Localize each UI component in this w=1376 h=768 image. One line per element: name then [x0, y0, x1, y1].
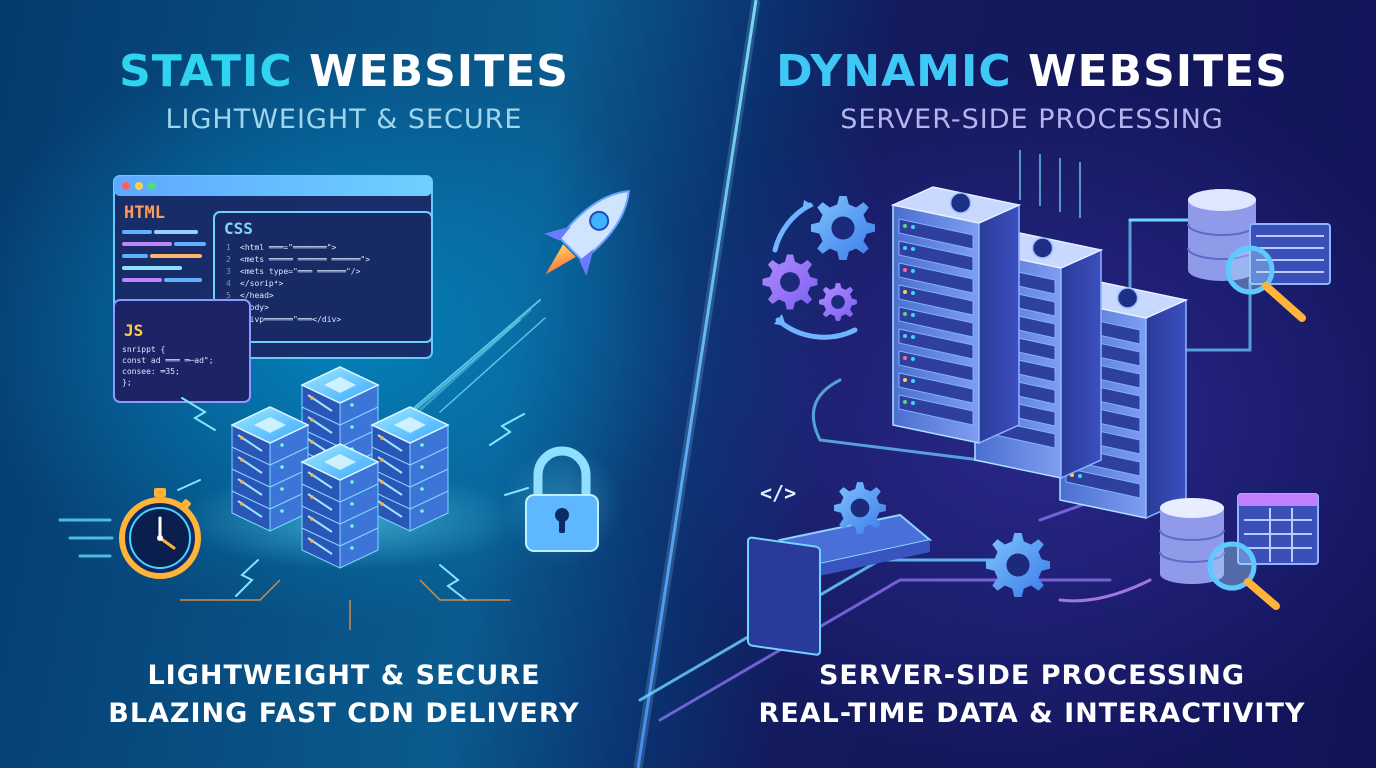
server-rack-icon	[890, 150, 1189, 520]
window-min-dot	[135, 182, 143, 190]
rocket-icon	[543, 190, 630, 277]
code-line: consee: ═35;	[122, 367, 180, 376]
static-footer-line2: BLAZING FAST CDN DELIVERY	[108, 698, 580, 729]
window-close-dot	[122, 182, 130, 190]
magnifier-icon	[1207, 541, 1280, 610]
code-line: </head>	[240, 291, 274, 300]
code-panel-glyph: </>	[760, 481, 796, 505]
gear-icon	[819, 283, 857, 321]
code-line-number: 5	[226, 291, 231, 300]
code-line: <mets ═════ ══════ ══════">	[240, 255, 370, 264]
code-line: snrippt {	[122, 345, 165, 354]
code-line: <body>	[240, 303, 269, 312]
server-stack	[370, 406, 450, 532]
code-line: };	[122, 378, 132, 387]
code-line: </sorip⁴>	[240, 279, 284, 288]
js-window-label: JS	[124, 321, 143, 340]
code-line-number: 4	[226, 279, 231, 288]
css-code-window: CSS 1 <html ═══="═══════"> 2 <mets ═════ ═…	[213, 211, 433, 343]
server-stack-icon	[177, 366, 529, 630]
gear-icon	[834, 482, 886, 534]
server-stack	[230, 406, 310, 532]
static-title-accent: STATIC	[119, 46, 293, 97]
network-connections	[638, 218, 1252, 722]
code-line-number: 3	[226, 267, 231, 276]
code-line: <mets type="═══ ══════"/>	[240, 267, 361, 276]
code-line: <divp══════"═══</div>	[240, 315, 341, 324]
server-stack	[300, 443, 380, 569]
dynamic-title-accent: DYNAMIC	[776, 46, 1012, 97]
magnifier-icon	[1225, 245, 1306, 322]
window-max-dot	[148, 182, 156, 190]
css-window-label: CSS	[224, 219, 253, 238]
server-rack	[890, 186, 1022, 445]
gear-icon	[810, 195, 876, 261]
static-subtitle: LIGHTWEIGHT & SECURE	[165, 104, 523, 135]
code-panel-icon: </>	[747, 481, 933, 656]
code-line: <html ═══="═══════">	[240, 243, 337, 252]
gear-cycle	[762, 195, 876, 340]
dynamic-footer-line2: REAL-TIME DATA & INTERACTIVITY	[758, 698, 1306, 729]
code-line-number: 2	[226, 255, 231, 264]
code-line: const ad ═══ ═─ad";	[122, 356, 214, 365]
js-code-window: JS snrippt { const ad ═══ ═─ad"; consee:…	[113, 299, 251, 403]
html-window-label: HTML	[124, 203, 165, 223]
dynamic-subtitle: SERVER-SIDE PROCESSING	[840, 104, 1224, 135]
code-line-number: 1	[226, 243, 231, 252]
gear-icon	[985, 532, 1051, 598]
gear-icon	[762, 254, 818, 310]
dynamic-footer-line1: SERVER-SIDE PROCESSING	[818, 660, 1246, 691]
static-title: STATIC WEBSITES	[0, 46, 688, 97]
dynamic-title-rest: WEBSITES	[1011, 46, 1288, 97]
stopwatch-icon	[58, 488, 201, 579]
dynamic-title: DYNAMIC WEBSITES	[688, 46, 1376, 97]
static-footer-line1: LIGHTWEIGHT & SECURE	[147, 660, 541, 691]
static-title-rest: WEBSITES	[292, 46, 569, 97]
padlock-icon	[502, 445, 622, 565]
